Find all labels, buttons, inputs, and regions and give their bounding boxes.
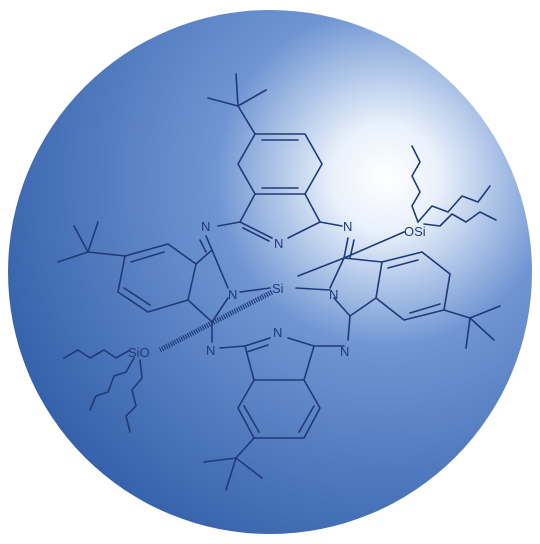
hexyl-chain	[63, 349, 131, 359]
hexyl-chain	[411, 145, 421, 223]
top-tbutyl-bond	[237, 105, 256, 135]
atom-label-sio: SiO	[128, 345, 150, 360]
axial-bonds	[158, 231, 405, 353]
right-pyrrole-bond	[349, 297, 377, 317]
right-tbutyl-bond	[443, 309, 471, 319]
right-tbutyl-methyl	[465, 317, 471, 349]
bottom-tbutyl-methyl	[225, 457, 237, 491]
left-pyrrole-bond	[187, 299, 213, 323]
top-pyrrole-bond	[287, 221, 321, 239]
top-pyrrole-bond	[239, 221, 273, 239]
meso-bond-bottom-right	[347, 315, 351, 341]
meso-double-bond-top-left	[199, 239, 207, 253]
top-tbutyl-methyl	[237, 89, 267, 107]
bottom-pyrrole-bond	[287, 337, 315, 347]
n-si-bond	[239, 287, 271, 293]
atom-label-si: Si	[272, 281, 284, 296]
left-tbutyl-bond	[87, 251, 126, 257]
si-axial-bond	[297, 257, 345, 277]
left-isoindole-unit	[57, 221, 229, 323]
left-pyrrole-bond	[195, 249, 213, 265]
bottom-benzene-double-bond	[298, 405, 315, 433]
left-hexyl-chains	[63, 349, 143, 433]
right-benzene-double-bond	[387, 259, 419, 269]
meso-bond-top-right	[343, 237, 349, 259]
atom-label-n: N	[201, 219, 210, 234]
bottom-tbutyl-methyl	[235, 457, 263, 479]
meso-bond-bottom-left	[219, 345, 246, 349]
right-tbutyl-methyl	[469, 317, 495, 341]
left-tbutyl-methyl	[87, 221, 99, 253]
left-benzene-double-bond	[123, 287, 151, 306]
meso-bond-top-left	[205, 235, 213, 251]
atom-label-n: N	[274, 236, 283, 251]
atom-label-n: N	[343, 219, 352, 234]
background-sphere	[8, 10, 532, 534]
atom-label-n: N	[206, 343, 215, 358]
atom-label-n: N	[329, 287, 338, 302]
hexyl-chain	[89, 357, 135, 411]
atom-label-osi: OSi	[404, 224, 426, 239]
bottom-pyrrole-double-bond	[246, 344, 269, 353]
hexyl-chain	[125, 359, 143, 433]
top-tbutyl-methyl	[207, 97, 239, 107]
bottom-isoindole-unit	[203, 337, 321, 491]
meso-bond-top-left	[217, 221, 241, 227]
right-hexyl-chains	[411, 145, 497, 227]
right-pyrrole-bond	[333, 297, 351, 317]
left-pyrrole-bond	[211, 297, 229, 323]
right-pyrrole-bond	[329, 257, 345, 289]
bottom-benzene-ring	[237, 379, 321, 439]
osi-axial-bond	[343, 231, 405, 259]
left-pyrrole-bond	[211, 249, 229, 289]
top-pyrrole-double-bond	[242, 227, 270, 242]
right-benzene-double-bond	[409, 303, 441, 314]
top-isoindole-unit	[207, 73, 323, 242]
top-pyrrole-bond	[239, 193, 256, 223]
bottom-tbutyl-methyl	[203, 457, 237, 463]
bottom-pyrrole-bond	[244, 337, 271, 347]
atom-label-n: N	[340, 344, 349, 359]
left-tbutyl-methyl	[73, 225, 89, 253]
atom-label-n: N	[273, 325, 282, 340]
sio-hatched-wedge-bond	[158, 289, 274, 353]
meso-bridges	[199, 221, 355, 349]
meso-bond-top-right	[319, 221, 343, 227]
right-isoindole-unit	[329, 251, 501, 349]
bottom-pyrrole-bond	[303, 345, 315, 381]
si-n-bond	[295, 287, 331, 291]
hexyl-chain	[423, 211, 497, 227]
left-benzene-double-bond	[130, 251, 165, 263]
top-pyrrole-bond	[304, 193, 321, 223]
top-tbutyl-methyl	[235, 73, 239, 107]
left-tbutyl-methyl	[57, 251, 89, 263]
atom-label-n: N	[228, 287, 237, 302]
bottom-benzene-double-bond	[243, 405, 260, 433]
right-tbutyl-methyl	[469, 305, 501, 319]
bottom-tbutyl-bond	[235, 437, 255, 459]
hexyl-chain	[417, 185, 491, 223]
bottom-pyrrole-bond	[244, 345, 255, 381]
